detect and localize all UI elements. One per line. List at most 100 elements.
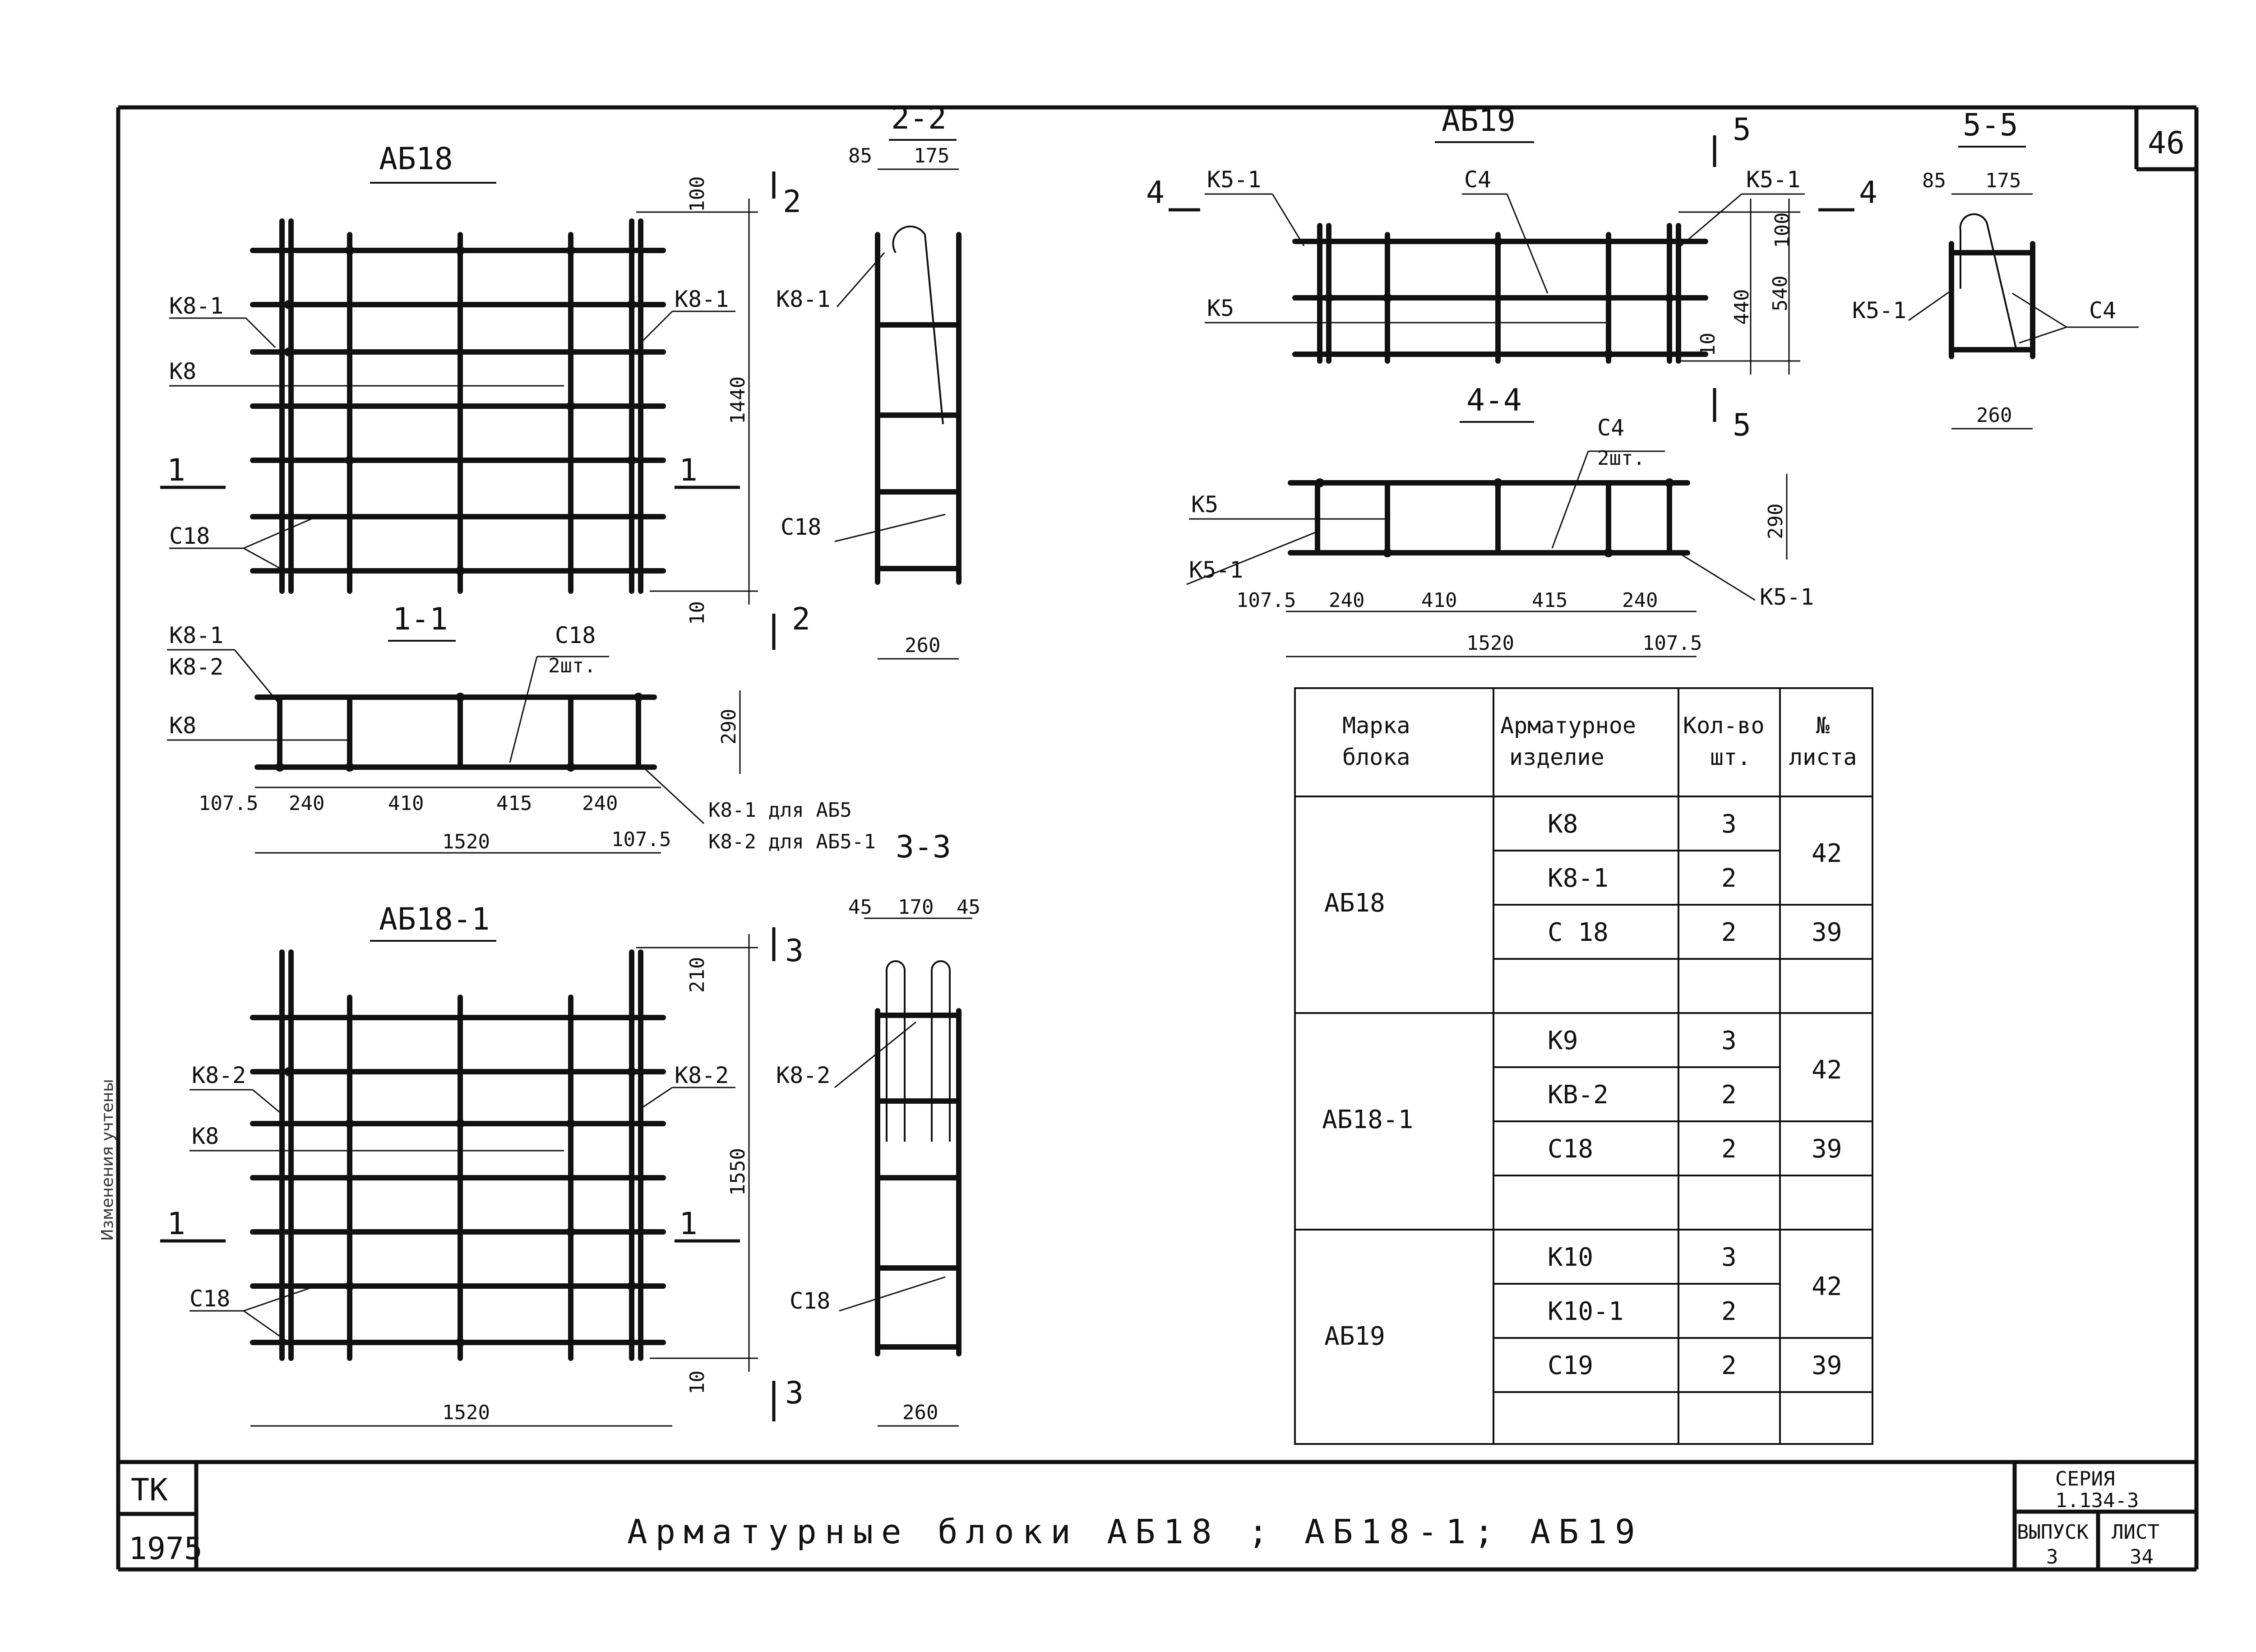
s33-dim-45-right: 45 bbox=[957, 896, 980, 919]
th-sheet-2: листа bbox=[1789, 744, 1857, 770]
ab18-1-dim-210: 210 bbox=[686, 957, 709, 993]
weld-dot bbox=[627, 1282, 636, 1291]
section-5-5-title: 5-5 bbox=[1963, 107, 2018, 143]
s11-label-k8-1: К8-1 bbox=[169, 622, 223, 648]
ab19-elevation: АБ19 100 440 540 10 К5-1 С4 К5-1 К5 4 4 bbox=[1146, 103, 1877, 443]
weld-dot bbox=[456, 693, 465, 702]
weld-dot bbox=[284, 1067, 293, 1076]
td-item-k9: К9 bbox=[1548, 1026, 1578, 1055]
td-sheet-39-b: 39 bbox=[1812, 1134, 1842, 1164]
ab19-cut-5-top: 5 bbox=[1733, 112, 1751, 148]
ab18-1-cut-1-left: 1 bbox=[167, 1206, 185, 1242]
th-item-1: Арматурное bbox=[1500, 713, 1636, 739]
ab18-dim-100: 100 bbox=[686, 176, 709, 212]
ab18-label-k8-1-right: К8-1 bbox=[675, 286, 729, 312]
td-qty-c18-b: 2 bbox=[1721, 1134, 1737, 1164]
td-sheet-39-a: 39 bbox=[1812, 918, 1842, 947]
weld-dot bbox=[345, 1119, 354, 1128]
th-sheet-1: № bbox=[1816, 713, 1830, 739]
ab18-cut-1-left: 1 bbox=[167, 453, 185, 488]
weld-dot bbox=[566, 1227, 575, 1236]
s11-dim-240-a: 240 bbox=[289, 792, 324, 815]
weld-dot bbox=[1315, 478, 1324, 487]
ab19-label-k5-1-left: К5-1 bbox=[1207, 167, 1261, 193]
ab18-1-elevation: АБ18-1 210 1550 10 1520 К8-2 К8-2 К8 С18 bbox=[160, 902, 804, 1427]
weld-dot bbox=[627, 1067, 636, 1076]
td-item-k8: К8 bbox=[1548, 810, 1578, 839]
sheet-label: ЛИСТ bbox=[2112, 1521, 2159, 1544]
weld-dot bbox=[627, 456, 636, 465]
issue-label: ВЫПУСК bbox=[2017, 1521, 2089, 1544]
s33-label-c18: С18 bbox=[790, 1288, 830, 1314]
weld-dot bbox=[456, 1119, 465, 1128]
weld-dot bbox=[566, 1119, 575, 1128]
td-qty-k9: 3 bbox=[1721, 1026, 1737, 1055]
ab18-label-k8: К8 bbox=[169, 358, 196, 384]
ab18-1-cut-1-right: 1 bbox=[679, 1206, 698, 1242]
stamp-year: 1975 bbox=[129, 1531, 203, 1567]
page-number: 46 bbox=[2148, 125, 2185, 161]
spec-table: Марка блока Арматурное изделие Кол-во шт… bbox=[1294, 687, 1873, 1445]
td-item-kv-2: КВ-2 bbox=[1548, 1080, 1609, 1110]
weld-dot bbox=[1604, 350, 1613, 359]
s11-label-k8-2-ab5-1: К8-2 для АБ5-1 bbox=[708, 830, 876, 853]
weld-dot bbox=[284, 347, 293, 356]
td-sheet-42-a: 42 bbox=[1812, 839, 1842, 868]
s44-dim-410: 410 bbox=[1421, 589, 1457, 612]
ab18-1-cut-3-top: 3 bbox=[785, 933, 804, 969]
s44-dim-107-5-right: 107.5 bbox=[1642, 632, 1702, 655]
ab18-1-label-k8-2-left: К8-2 bbox=[192, 1062, 246, 1088]
ab19-title: АБ19 bbox=[1442, 103, 1516, 139]
s11-dim-1520: 1520 bbox=[442, 830, 490, 853]
s33-label-k8-2: К8-2 bbox=[776, 1062, 830, 1088]
s44-dim-240-a: 240 bbox=[1329, 589, 1364, 612]
s22-label-k8-1: К8-1 bbox=[776, 286, 830, 312]
weld-dot bbox=[284, 300, 293, 309]
th-mark-2: блока bbox=[1342, 744, 1410, 770]
s44-label-k5: К5 bbox=[1191, 491, 1218, 518]
ab19-label-c4: С4 bbox=[1464, 167, 1491, 193]
td-sheet-42-c: 42 bbox=[1812, 1272, 1842, 1301]
ab18-label-c18: С18 bbox=[169, 523, 210, 549]
ab19-cut-4-right: 4 bbox=[1859, 175, 1877, 211]
section-4-4: 4-4 107.5 240 410 415 240 1520 107.5 290… bbox=[1186, 383, 1814, 657]
s11-label-k8: К8 bbox=[169, 713, 196, 739]
s44-label-k5-1-right: К5-1 bbox=[1760, 584, 1814, 610]
th-qty-1: Кол-во bbox=[1683, 713, 1765, 739]
td-qty-c19: 2 bbox=[1721, 1351, 1737, 1380]
ab19-dim-540: 540 bbox=[1769, 276, 1792, 311]
weld-dot bbox=[1665, 293, 1674, 302]
ab18-dim-10: 10 bbox=[686, 601, 709, 625]
section-1-1: 1-1 107.5 240 410 415 240 107.5 1520 290… bbox=[167, 602, 876, 854]
s44-dim-240-b: 240 bbox=[1622, 589, 1658, 612]
td-block-ab19: АБ19 bbox=[1324, 1322, 1385, 1351]
s22-label-c18: С18 bbox=[781, 514, 821, 540]
ab18-title: АБ18 bbox=[379, 141, 453, 177]
weld-dot bbox=[275, 763, 284, 772]
ab19-dim-440: 440 bbox=[1730, 289, 1753, 325]
s55-dim-175: 175 bbox=[1985, 169, 2021, 192]
s11-dim-240-b: 240 bbox=[582, 792, 618, 815]
sheet-value: 34 bbox=[2130, 1546, 2154, 1569]
s22-dim-175: 175 bbox=[914, 144, 949, 167]
ab19-dim-10: 10 bbox=[1697, 333, 1720, 356]
weld-dot bbox=[345, 763, 354, 772]
ab18-1-dim-1520: 1520 bbox=[442, 1401, 490, 1424]
ab18-cut-2-top: 2 bbox=[783, 184, 801, 220]
s44-label-2sht: 2шт. bbox=[1597, 447, 1645, 470]
s44-dim-290: 290 bbox=[1764, 504, 1787, 539]
weld-dot bbox=[345, 1282, 354, 1291]
weld-dot bbox=[1383, 548, 1392, 557]
ab18-1-dim-10: 10 bbox=[686, 1370, 709, 1394]
s55-label-c4: С4 bbox=[2089, 297, 2116, 324]
s22-dim-85: 85 bbox=[848, 144, 872, 167]
weld-dot bbox=[1604, 548, 1613, 557]
stamp-top: ТК bbox=[131, 1472, 168, 1508]
section-1-1-title: 1-1 bbox=[393, 602, 448, 637]
s11-label-k8-2: К8-2 bbox=[169, 654, 223, 680]
s44-label-c4: С4 bbox=[1597, 415, 1624, 441]
th-qty-2: шт. bbox=[1710, 744, 1751, 770]
s11-label-k8-1-ab5: К8-1 для АБ5 bbox=[708, 799, 852, 822]
s44-label-k5-1-left: К5-1 bbox=[1189, 557, 1243, 583]
td-qty-k10: 3 bbox=[1721, 1243, 1737, 1272]
